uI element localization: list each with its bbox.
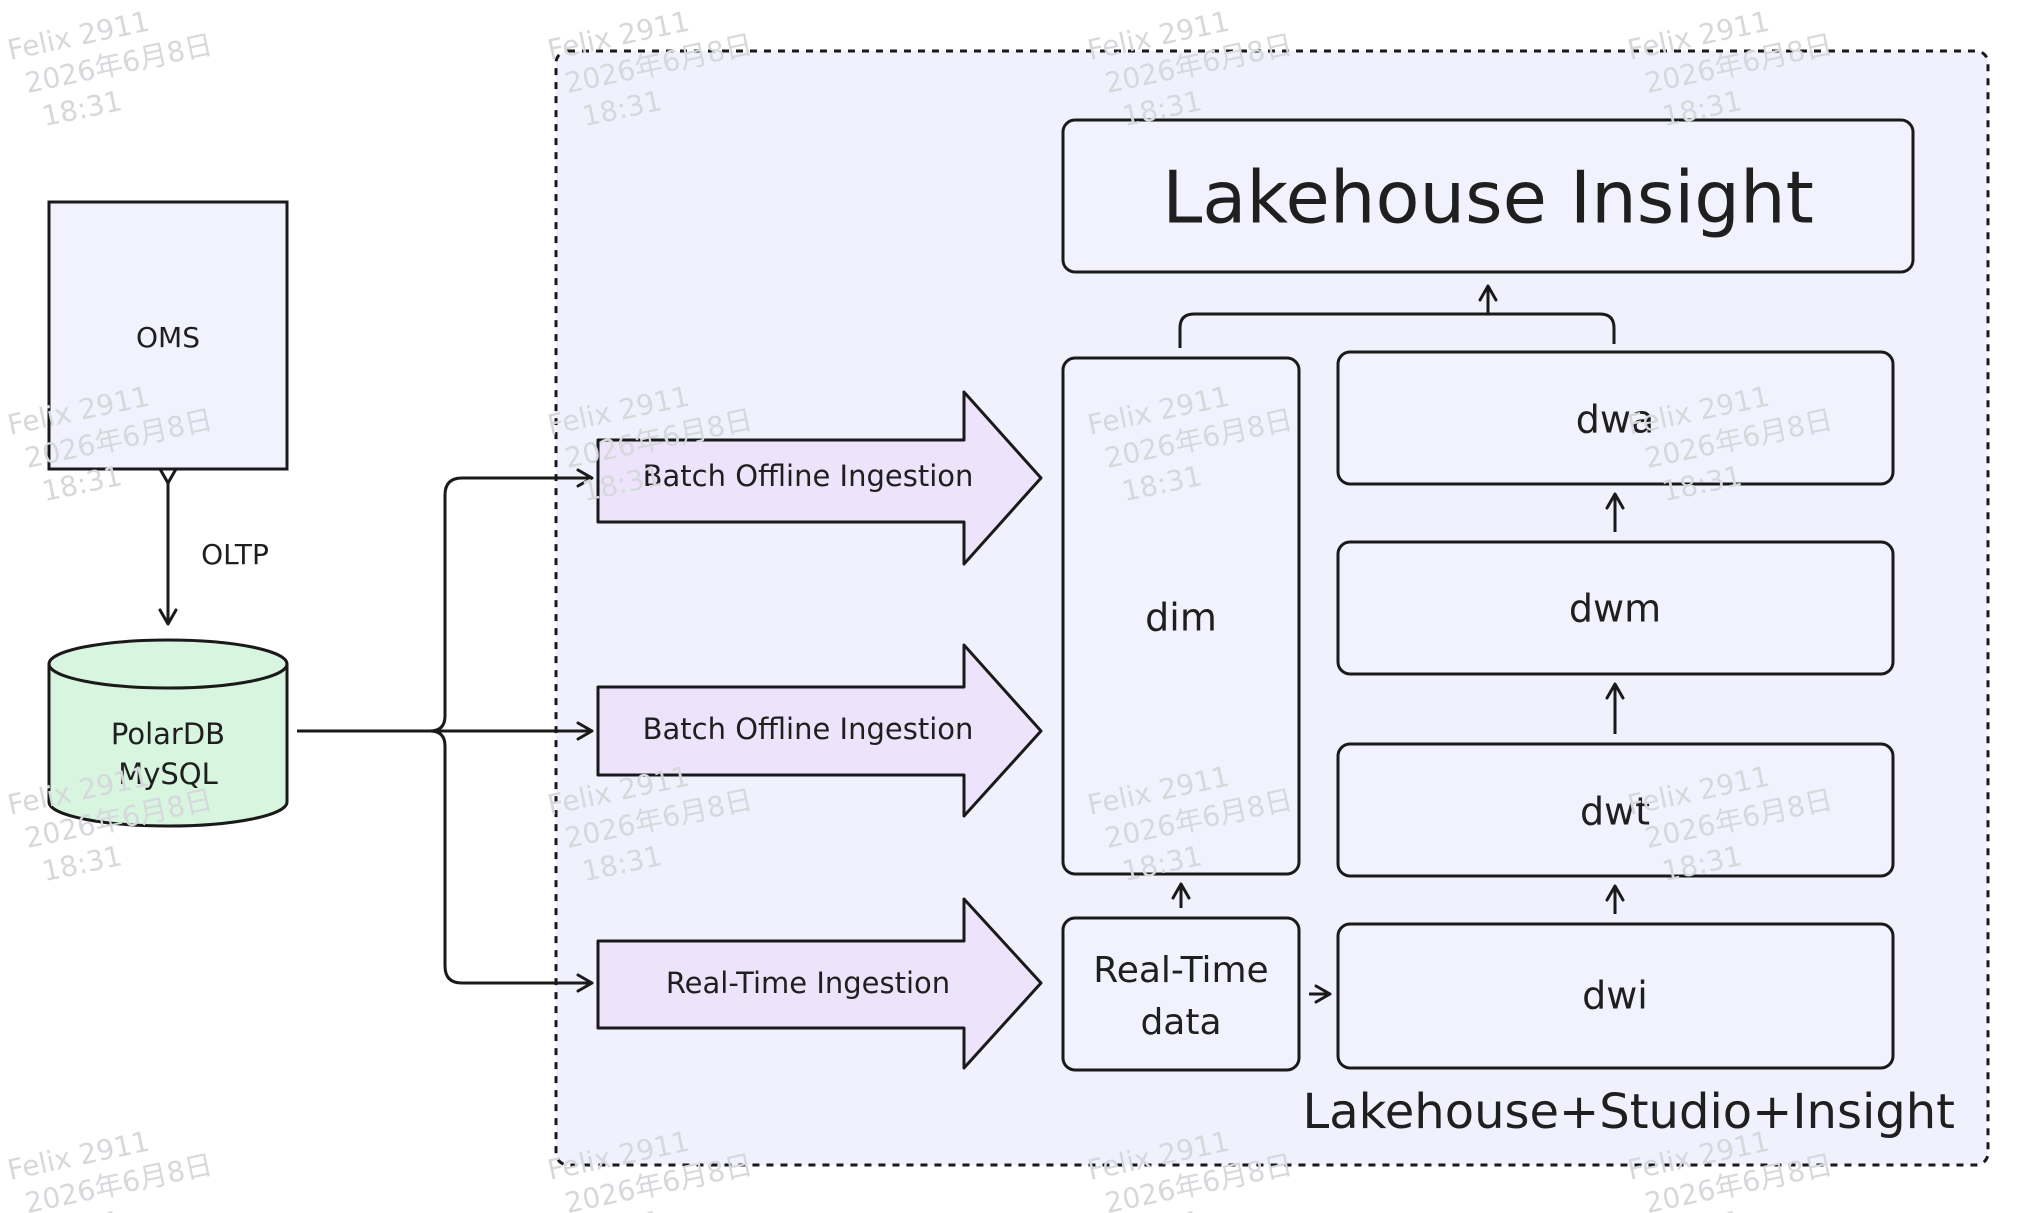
dwm-box <box>1336 540 1895 676</box>
dwa-label: dwa <box>1576 398 1655 442</box>
insight-feed-connector <box>1178 284 1616 348</box>
ingest-batch-2-label: Batch Offline Ingestion <box>643 712 974 746</box>
ingest-realtime-arrow <box>596 897 1043 1070</box>
dwt-box <box>1336 742 1895 878</box>
insight-box <box>1061 118 1915 274</box>
realtime-data-box <box>1061 916 1301 1072</box>
dwt-label: dwt <box>1580 790 1650 834</box>
ingest-batch-1-label: Batch Offline Ingestion <box>643 459 974 493</box>
polardb-label-line1: PolarDB <box>111 717 225 751</box>
oms-box <box>47 200 289 471</box>
dim-box <box>1061 356 1301 876</box>
realtime-data-label-line1: Real-Time <box>1093 950 1268 991</box>
dwm-label: dwm <box>1569 587 1661 631</box>
dwi-label: dwi <box>1582 974 1648 1018</box>
dim-label: dim <box>1145 596 1217 640</box>
insight-label: Lakehouse Insight <box>1162 156 1814 240</box>
ingest-batch-2-arrow <box>596 643 1043 818</box>
layer-connectors <box>1171 492 1625 1004</box>
polardb-database <box>47 638 289 828</box>
dwi-box <box>1336 922 1895 1070</box>
dwa-box <box>1336 350 1895 486</box>
ingest-realtime-label: Real-Time Ingestion <box>666 966 950 1000</box>
polardb-label-line2: MySQL <box>118 757 218 791</box>
realtime-data-label-line2: data <box>1140 1002 1221 1043</box>
ingest-batch-1-arrow <box>596 390 1043 566</box>
oltp-label: OLTP <box>201 538 269 571</box>
distribution-connector <box>297 468 594 993</box>
platform-label: Lakehouse+Studio+Insight <box>1303 1084 1955 1140</box>
oms-label: OMS <box>136 321 200 354</box>
